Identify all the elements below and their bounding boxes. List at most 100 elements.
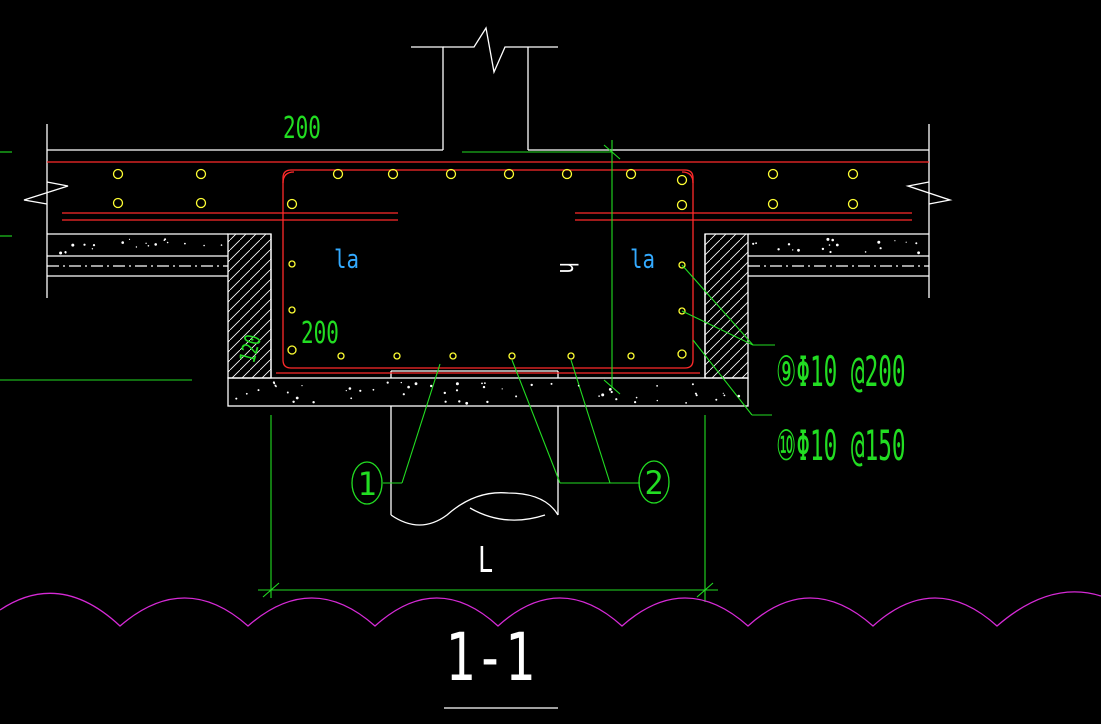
dimension-lines	[0, 140, 775, 602]
gravel-dot	[257, 389, 260, 392]
scalloped-boundary	[0, 591, 1101, 627]
gravel-dot	[486, 400, 489, 404]
gravel-dot	[835, 243, 839, 247]
gravel-dot	[407, 385, 410, 389]
gravel-dot	[455, 389, 459, 392]
gravel-dot	[163, 239, 166, 241]
gravel-dot	[577, 384, 580, 387]
floor-layer-right	[748, 255, 929, 277]
gravel-dot	[235, 397, 238, 400]
section-title-label: 1-1	[445, 619, 534, 696]
gravel-dot	[359, 389, 362, 392]
gravel-dot	[386, 381, 389, 384]
gravel-dot	[826, 237, 830, 241]
gravel-dot	[295, 396, 299, 400]
gravel-dot	[135, 246, 138, 248]
beam-stirrup	[276, 169, 700, 374]
gravel-dot	[443, 391, 446, 395]
gravel-dot	[92, 244, 96, 247]
gravel-dot	[455, 382, 459, 386]
gravel-dot	[465, 401, 469, 405]
gravel-dot	[608, 388, 612, 391]
gravel-dot	[402, 393, 405, 396]
gravel-dot	[292, 400, 295, 403]
gravel-dot	[128, 238, 131, 240]
la-left-label: la	[334, 244, 359, 275]
gravel-dot	[829, 250, 832, 254]
gravel-dot	[166, 241, 169, 244]
gravel-dot	[831, 238, 834, 242]
gravel-dot	[752, 242, 755, 245]
gravel-dot	[430, 384, 433, 388]
section-title: 1-1	[444, 619, 558, 709]
gravel-dot	[879, 247, 882, 250]
gravel-dot	[154, 243, 157, 246]
gravel-dot	[695, 394, 698, 397]
gravel-dot	[71, 243, 75, 247]
gravel-dot	[64, 252, 67, 254]
gravel-dot	[458, 400, 461, 403]
gravel-dot	[755, 242, 757, 245]
gravel-dot	[634, 401, 637, 404]
gravel-dot	[797, 248, 800, 252]
gravel-dot	[348, 387, 352, 390]
gravel-dot	[828, 244, 831, 246]
floor-layer-left	[47, 255, 228, 277]
gravel-dot	[598, 395, 600, 397]
gravel-dot	[481, 382, 483, 385]
callout-2-label: 2	[644, 464, 663, 502]
gravel-dot	[821, 247, 825, 251]
gravel-dot	[917, 251, 920, 255]
gravel-dot	[915, 242, 918, 245]
gravel-dot	[530, 383, 533, 387]
dim-inner-label: 200	[301, 316, 339, 351]
gravel-dot	[400, 381, 402, 384]
rebar-10-label: ⑩Φ10 @150	[776, 421, 906, 470]
gravel-dot	[787, 243, 791, 246]
gravel-dot	[601, 393, 605, 397]
gravel-dot	[275, 385, 277, 388]
slab-outline	[23, 124, 953, 298]
dim-top-label: 200	[283, 111, 321, 146]
rebar-9-label: ⑨Φ10 @200	[776, 347, 906, 396]
gravel-dot	[635, 396, 638, 399]
gravel-dot	[722, 392, 724, 394]
h-mark-label: h	[553, 262, 581, 274]
gravel-dot	[550, 382, 553, 385]
cushion-layer	[227, 370, 749, 407]
gravel-dot	[350, 397, 353, 400]
gravel-dot	[59, 251, 63, 255]
gravel-dot	[444, 400, 447, 403]
gravel-dot	[482, 385, 486, 389]
gravel-dot	[286, 391, 289, 394]
callout-1-label: 1	[357, 465, 376, 503]
gravel-dot	[894, 240, 896, 242]
gravel-dot	[615, 398, 618, 401]
gravel-dot	[414, 382, 418, 386]
gravel-dot	[691, 383, 694, 386]
slab-rebar	[47, 161, 929, 221]
gravel-dot	[685, 402, 687, 404]
gravel-dot	[515, 395, 518, 398]
span-label: L	[478, 540, 493, 582]
gravel-dot	[203, 244, 205, 247]
gravel-dot	[484, 382, 486, 384]
gravel-dot	[147, 245, 150, 247]
gravel-dot	[145, 242, 147, 244]
rebar-dots	[112, 168, 859, 360]
la-right-label: la	[630, 244, 655, 275]
callout-2: 2	[638, 460, 670, 504]
gravel-dot	[777, 248, 780, 251]
gravel-dot	[656, 399, 658, 402]
gravel-dot	[723, 394, 726, 397]
gravel-dot	[121, 241, 124, 244]
gravel-dot	[877, 240, 881, 244]
gravel-dot	[738, 395, 740, 398]
gravel-dot	[864, 251, 867, 253]
gravel-dot	[301, 385, 303, 387]
pile	[390, 406, 559, 526]
beam-side-walls	[227, 233, 749, 379]
gravel-dot	[83, 243, 86, 246]
gravel-dot	[610, 390, 613, 394]
